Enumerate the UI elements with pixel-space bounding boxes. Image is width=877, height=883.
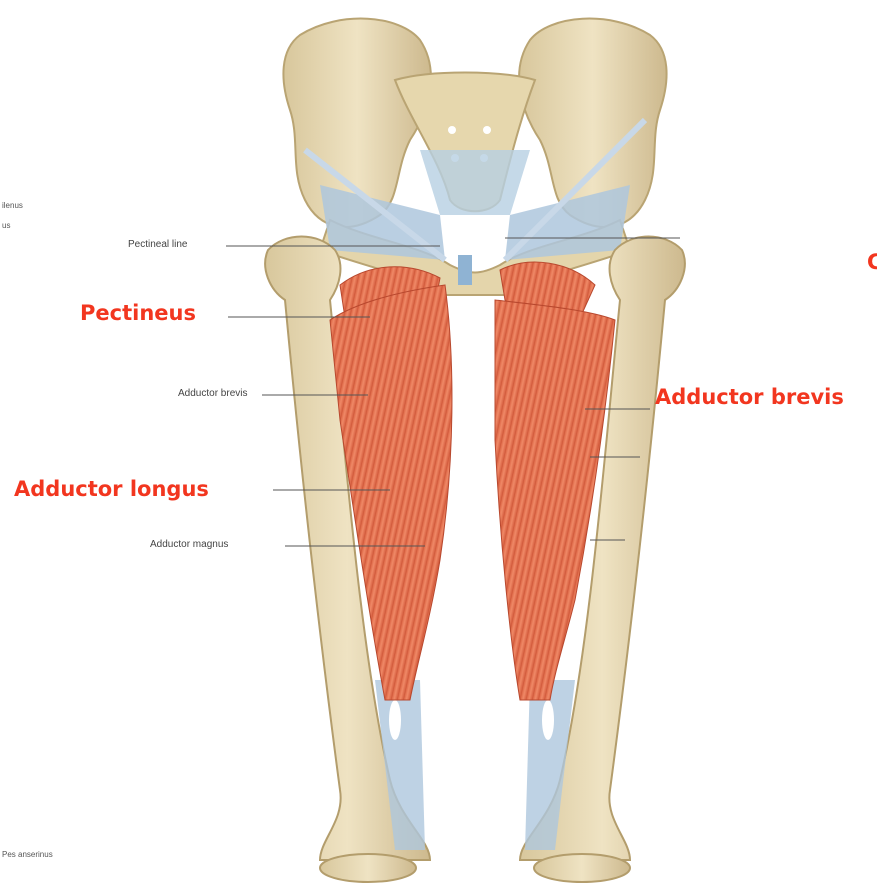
clipped-highlight-right: C [867, 252, 877, 273]
adductor-magnus-label: Adductor magnus [150, 540, 228, 550]
sacral-foramen [448, 126, 456, 134]
clipped-label-second: us [2, 222, 10, 230]
adductor-hiatus [389, 700, 401, 740]
clipped-label-top: ilenus [2, 202, 23, 210]
adductor-brevis-small-label: Adductor brevis [178, 389, 247, 399]
pelvis [283, 19, 666, 295]
pubic-symphysis [458, 255, 472, 285]
left-femoral-condyles [320, 854, 416, 882]
adductor-longus-highlight-label: Adductor longus [14, 479, 209, 500]
adductor-brevis-highlight-label: Adductor brevis [655, 387, 844, 408]
pectineal-line-label: Pectineal line [128, 240, 187, 250]
pes-anserinus-label: Pes anserinus [2, 851, 53, 859]
adductor-hiatus [542, 700, 554, 740]
sacral-foramen [483, 126, 491, 134]
muscles [330, 262, 615, 700]
femurs [265, 237, 685, 883]
pectineus-highlight-label: Pectineus [80, 303, 196, 324]
right-femoral-condyles [534, 854, 630, 882]
ligament [420, 150, 530, 215]
